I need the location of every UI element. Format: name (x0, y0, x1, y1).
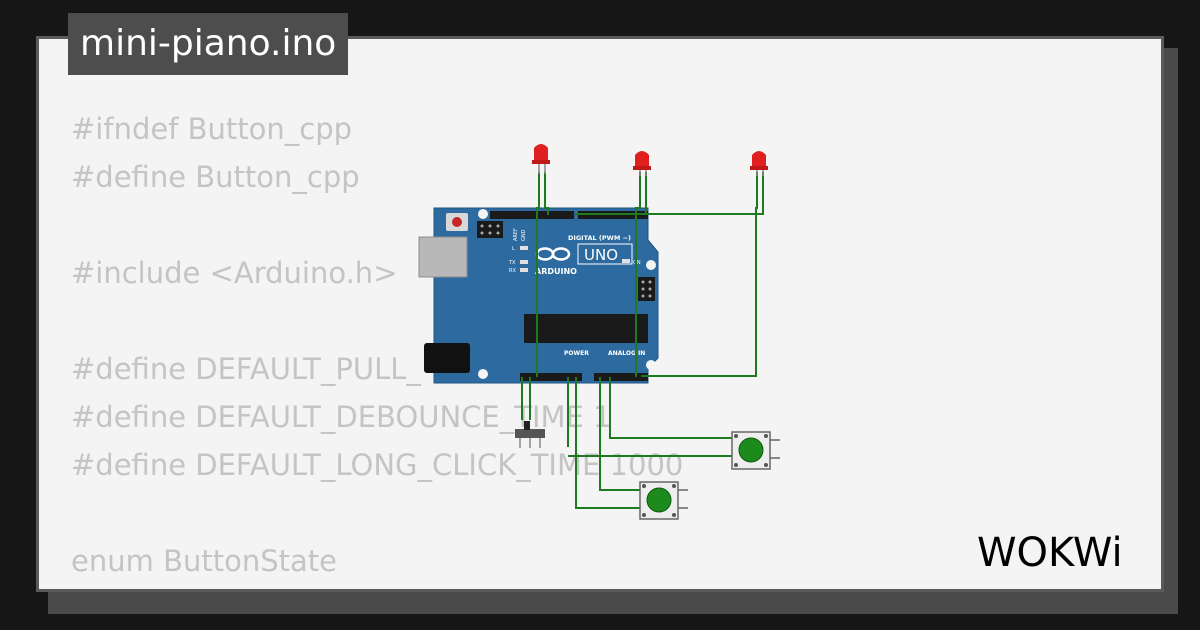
led-on (622, 259, 630, 263)
power-header (520, 373, 582, 381)
push-button-1[interactable] (731, 431, 780, 470)
led-l-label: L (512, 246, 515, 252)
code-line: #include <Arduino.h> (71, 256, 398, 290)
digital-label: DIGITAL (PWM ~) (568, 234, 631, 242)
wire-led2-gnd (635, 172, 641, 377)
wokwi-logo-text: WOKWi (977, 530, 1123, 576)
code-line: enum ButtonState (71, 544, 337, 578)
digital-header-left (490, 211, 574, 219)
red-led-1[interactable] (532, 144, 550, 174)
rx-label: RX (509, 268, 516, 274)
slide-switch[interactable] (515, 421, 545, 448)
code-line: #define Button_cpp (71, 160, 360, 194)
wire-led3 (575, 172, 764, 215)
icsp-header-right (638, 277, 655, 301)
icsp-header-top (477, 221, 503, 238)
wire-gnd-btn2 (575, 377, 640, 509)
wire-led3-gnd (641, 172, 758, 377)
analog-label: ANALOG IN (608, 350, 645, 357)
code-line: #ifndef Button_cpp (71, 112, 353, 146)
gnd-label: GND (521, 229, 527, 241)
atmega-chip (524, 314, 648, 343)
red-led-2[interactable] (633, 151, 651, 176)
wokwi-logo[interactable]: WOKWi (975, 526, 1150, 576)
board-model: UNO (584, 246, 618, 264)
led-l (520, 246, 528, 250)
arduino-uno-board[interactable]: AREF GND DIGITAL (PWM ~) UNO ARDUINO L T… (418, 207, 659, 384)
wire-a0-btn2 (599, 377, 640, 491)
code-line: #define DEFAULT_LONG_CLICK_TIME 1000 (71, 448, 684, 482)
tx-label: TX (508, 260, 516, 266)
project-filename[interactable]: mini-piano.ino (68, 13, 349, 75)
uno-badge (577, 243, 633, 265)
code-line: #define DEFAULT_DEBOUNCE_TIME 1 (71, 400, 612, 434)
led-rx (520, 268, 528, 272)
code-background: #ifndef Button_cpp #define Button_cpp #i… (71, 105, 684, 589)
board-brand: ARDUINO (535, 267, 577, 276)
wire-a1-btn1 (609, 377, 732, 439)
code-line: #define DEFAULT_PULL_ (71, 352, 421, 386)
power-label: POWER (564, 350, 589, 357)
wire-led1 (544, 172, 549, 215)
red-led-3[interactable] (750, 151, 768, 176)
usb-port (418, 236, 468, 278)
analog-header (594, 373, 648, 381)
aref-label: AREF (513, 228, 519, 241)
led-tx (520, 260, 528, 264)
push-button-2[interactable] (639, 481, 688, 520)
wire-led1-gnd (536, 172, 540, 377)
power-jack (424, 343, 470, 373)
reset-button-cap (452, 217, 462, 227)
wires (521, 172, 764, 509)
